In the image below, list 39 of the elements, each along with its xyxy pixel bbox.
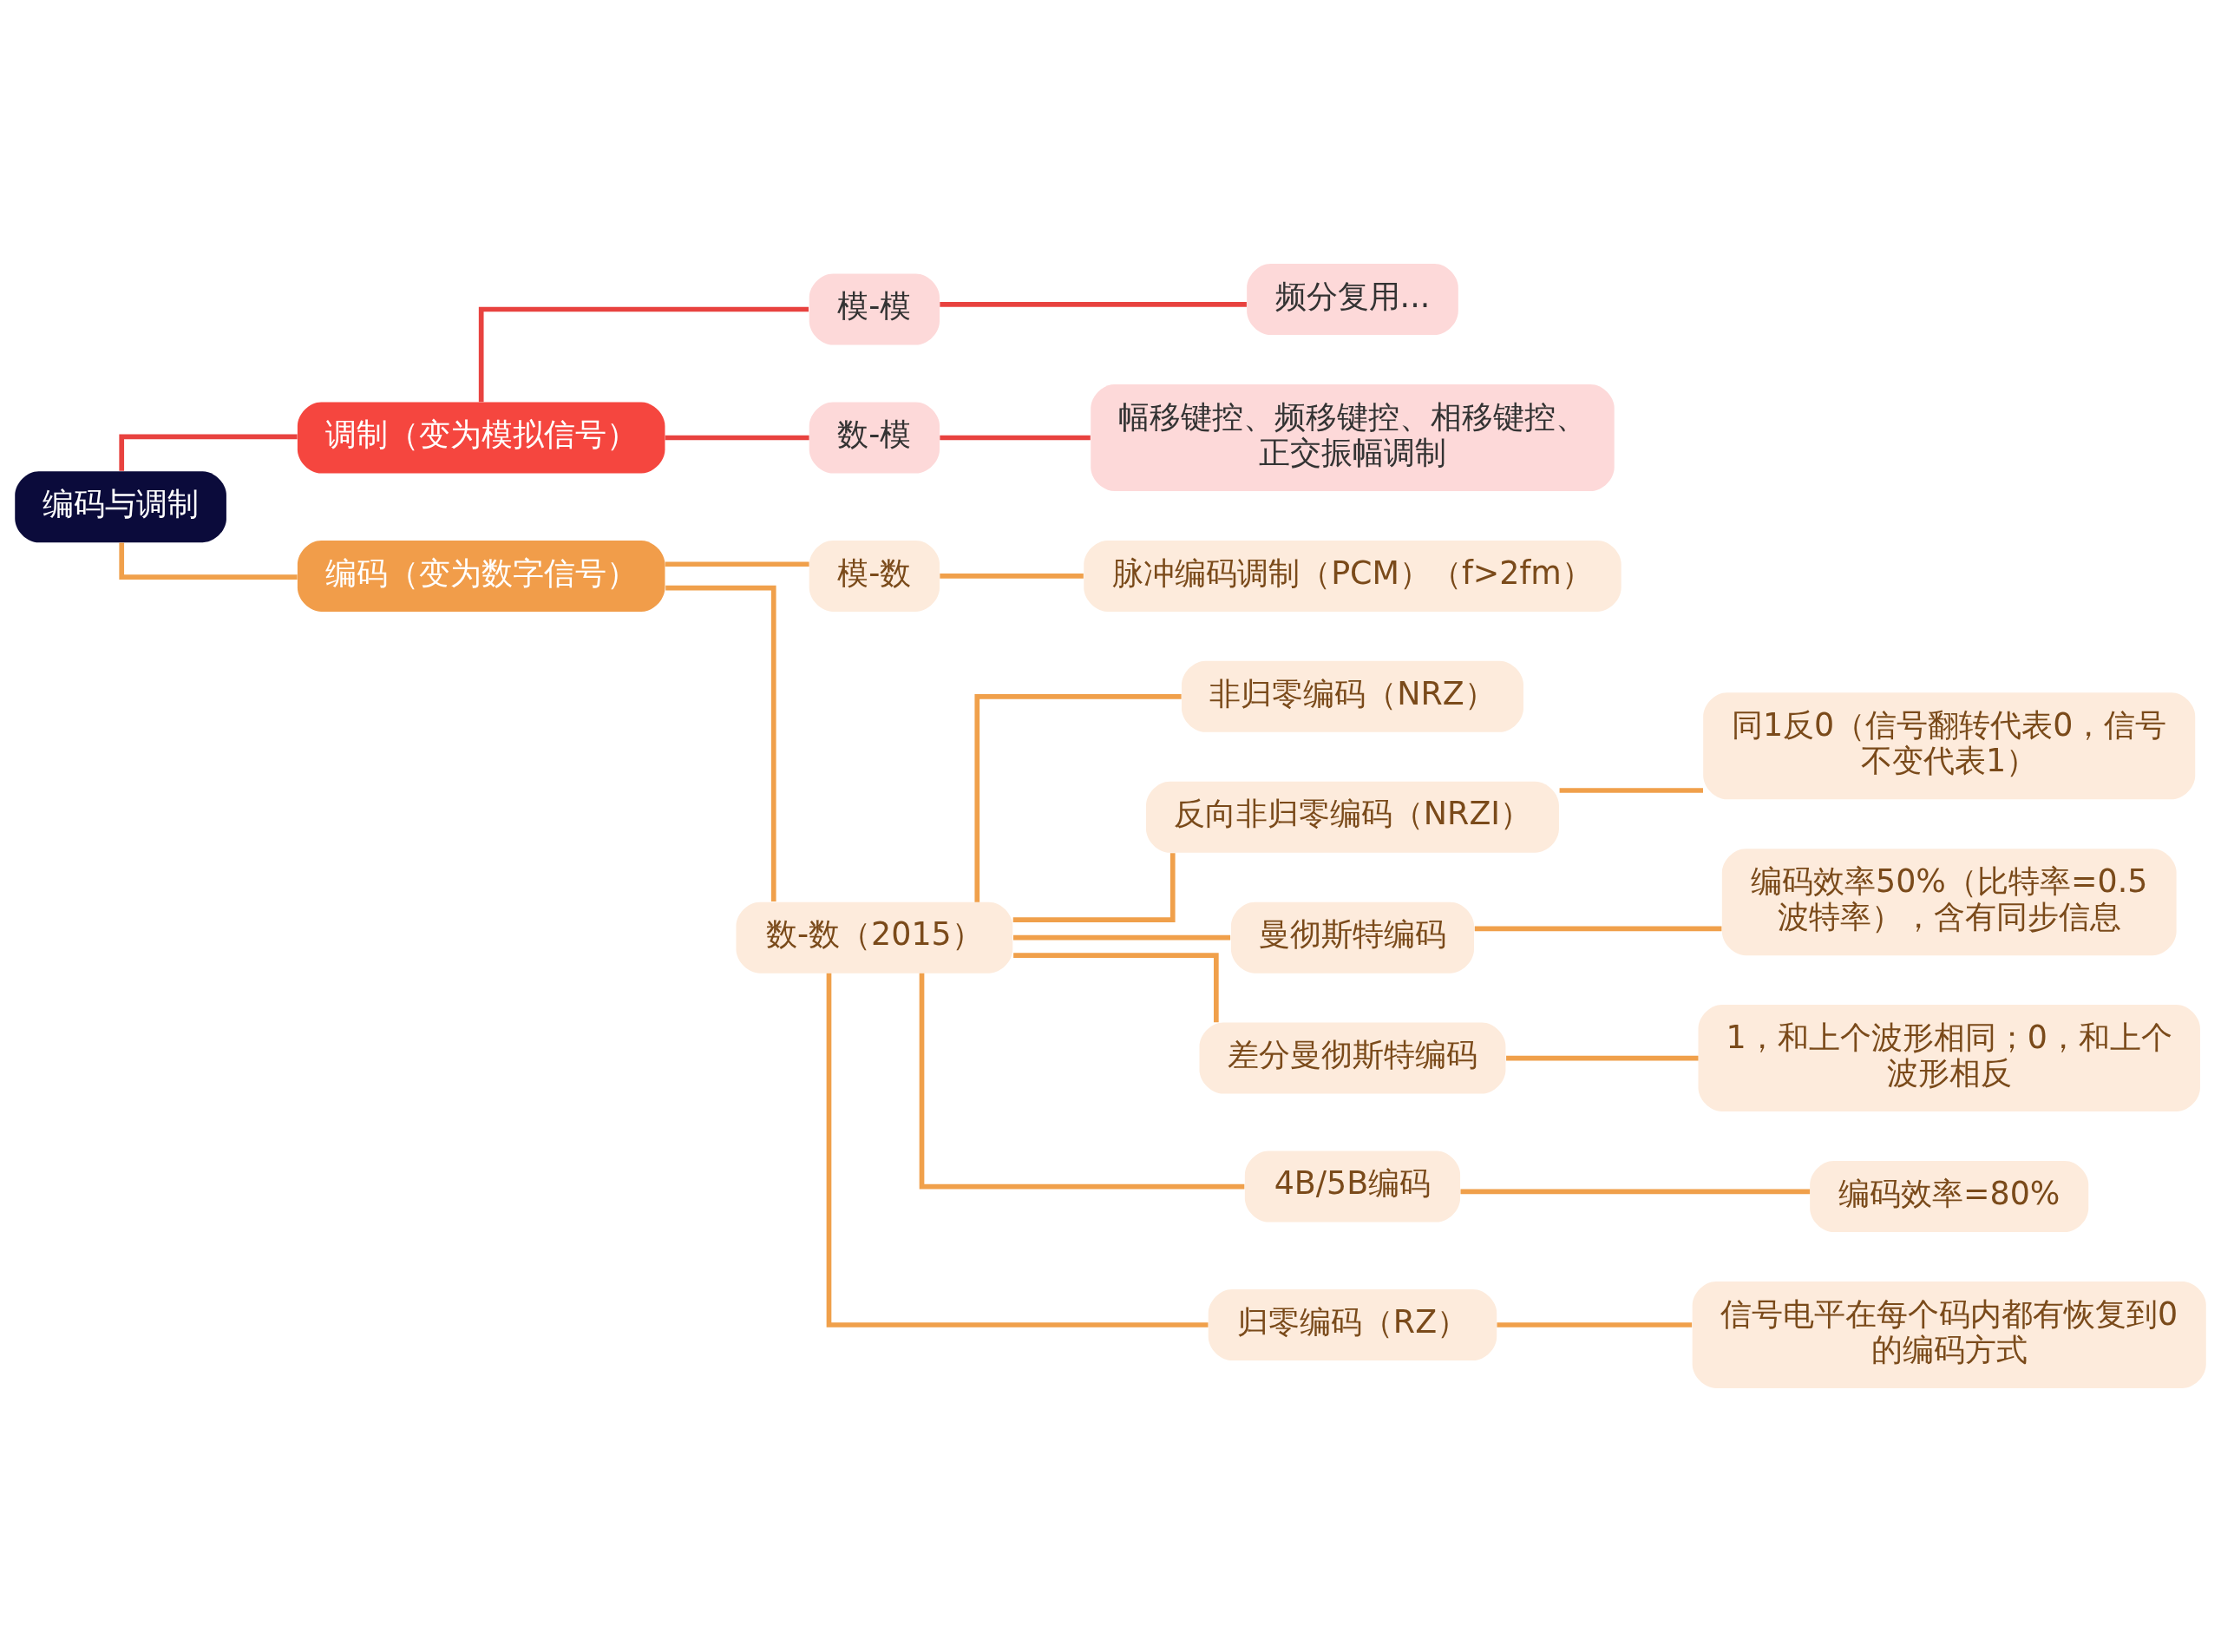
connector — [940, 574, 1084, 579]
node-box: 同1反0（信号翻转代表0，信号不变代表1） — [1703, 692, 2196, 800]
node-box: 编码效率=80% — [1810, 1161, 2089, 1232]
node-box: 1，和上个波形相同；0，和上个波形相反 — [1698, 1005, 2200, 1112]
connector — [1497, 1322, 1693, 1328]
connector — [1506, 1055, 1699, 1061]
connector — [665, 435, 809, 441]
node-box: 信号电平在每个码内都有恢复到0的编码方式 — [1692, 1281, 2206, 1388]
node-box: 模-数 — [809, 540, 940, 612]
connector — [974, 694, 1182, 902]
connector — [1474, 926, 1722, 932]
node-box: 脉冲编码调制（PCM）（f>2fm） — [1084, 540, 1622, 612]
node-box: 曼彻斯特编码 — [1230, 901, 1474, 974]
node-box: 调制（变为模拟信号） — [297, 402, 665, 474]
node-box: 编码效率50%（比特率=0.5波特率），含有同步信息 — [1721, 849, 2177, 956]
node-box: 4B/5B编码 — [1244, 1150, 1461, 1223]
node-box: 数-数（2015） — [736, 901, 1013, 974]
node-box: 编码与调制 — [15, 471, 226, 543]
node-box: 幅移键控、频移键控、相移键控、正交振幅调制 — [1091, 384, 1615, 491]
connector — [940, 435, 1091, 441]
connector — [1013, 934, 1231, 941]
node-box: 频分复用... — [1247, 264, 1458, 336]
node-box: 差分曼彻斯特编码 — [1199, 1022, 1506, 1094]
node-box: 数-模 — [809, 402, 940, 474]
connector — [826, 973, 1209, 1328]
node-box: 非归零编码（NRZ） — [1182, 660, 1523, 732]
connector — [1013, 953, 1219, 1023]
node-box: 反向非归零编码（NRZI） — [1146, 781, 1559, 853]
node-box: 模-模 — [809, 273, 940, 345]
connector — [1460, 1189, 1811, 1195]
connector — [919, 973, 1245, 1190]
connector — [478, 306, 809, 403]
connector — [665, 585, 776, 902]
connector — [940, 301, 1247, 307]
node-box: 编码（变为数字信号） — [297, 540, 665, 612]
connector — [1012, 853, 1176, 922]
node-box: 归零编码（RZ） — [1208, 1289, 1497, 1360]
connector — [1559, 788, 1703, 793]
connector — [665, 561, 809, 567]
